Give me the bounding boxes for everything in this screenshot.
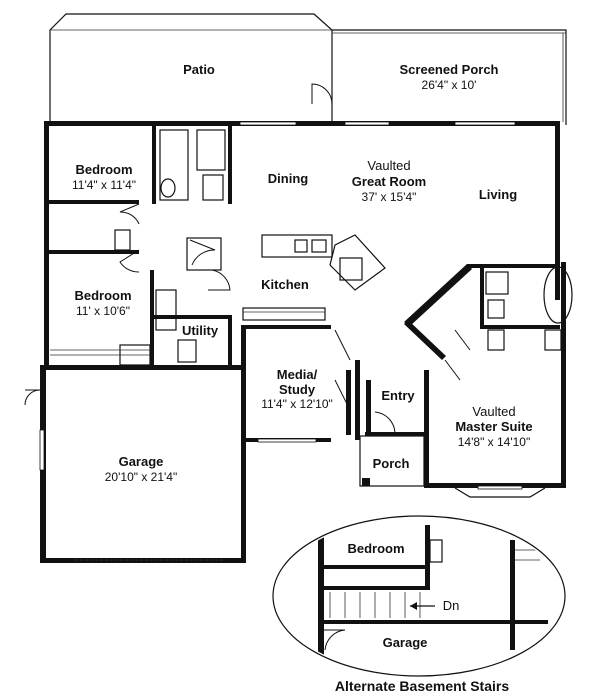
entry-label: Entry [381,388,415,403]
great-room-size: 37' x 15'4" [362,190,417,204]
garage-walls [24,389,225,561]
kitchen-label: Kitchen [261,277,309,292]
porch-label: Porch [373,456,410,471]
top-windows [239,121,516,126]
media-label-line2: Study [279,382,316,397]
dining-label: Dining [268,171,308,186]
media-size: 11'4" x 12'10" [261,397,333,411]
alternate-stairs-inset: Bedroom Dn Garage [272,515,566,677]
hall-door-swings [119,203,231,291]
bedroom2-size: 11' x 10'6" [76,304,130,318]
bedroom1-size: 11'4" x 11'4" [72,178,136,192]
inset-caption: Alternate Basement Stairs [335,678,510,694]
screened-porch-area [311,29,567,125]
patio-label: Patio [183,62,215,77]
great-room-label: Great Room [352,174,426,189]
garage-size: 20'10" x 21'4" [105,470,178,484]
bedroom1-walls [44,126,232,251]
porch-door-swing [311,83,333,105]
great-room-vaulted: Vaulted [367,158,410,173]
living-label: Living [479,187,517,202]
inset-dn-label: Dn [443,598,460,613]
bedroom2-label: Bedroom [74,288,131,303]
utility-walls [150,315,232,370]
utility-label: Utility [182,323,219,338]
kitchen-counters [242,234,386,321]
entry-porch [355,360,425,487]
master-vaulted: Vaulted [472,404,515,419]
media-walls [241,325,351,443]
patio-area [49,13,333,125]
garage-label: Garage [119,454,164,469]
screened-porch-label: Screened Porch [400,62,499,77]
inset-garage-label: Garage [383,635,428,650]
master-suite-walls [404,264,573,498]
media-label-line1: Media/ [277,367,318,382]
master-suite-label: Master Suite [455,419,532,434]
inset-bedroom-label: Bedroom [347,541,404,556]
bedroom1-label: Bedroom [75,162,132,177]
screened-porch-size: 26'4" x 10' [422,78,477,92]
exterior-walls [40,121,566,563]
master-suite-size: 14'8" x 14'10" [458,435,531,449]
